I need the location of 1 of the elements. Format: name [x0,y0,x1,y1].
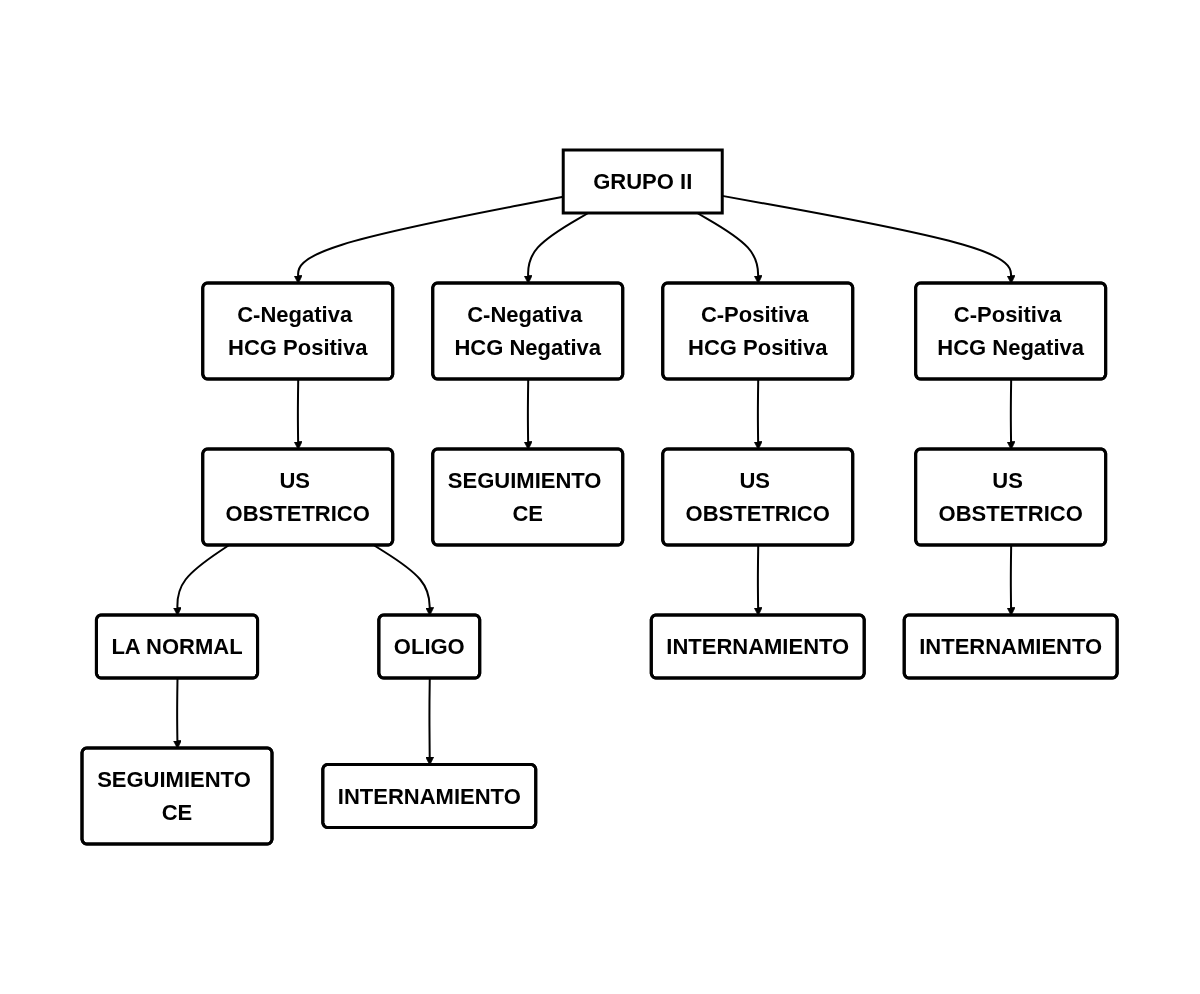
node-box: GRUPO II [562,148,725,215]
